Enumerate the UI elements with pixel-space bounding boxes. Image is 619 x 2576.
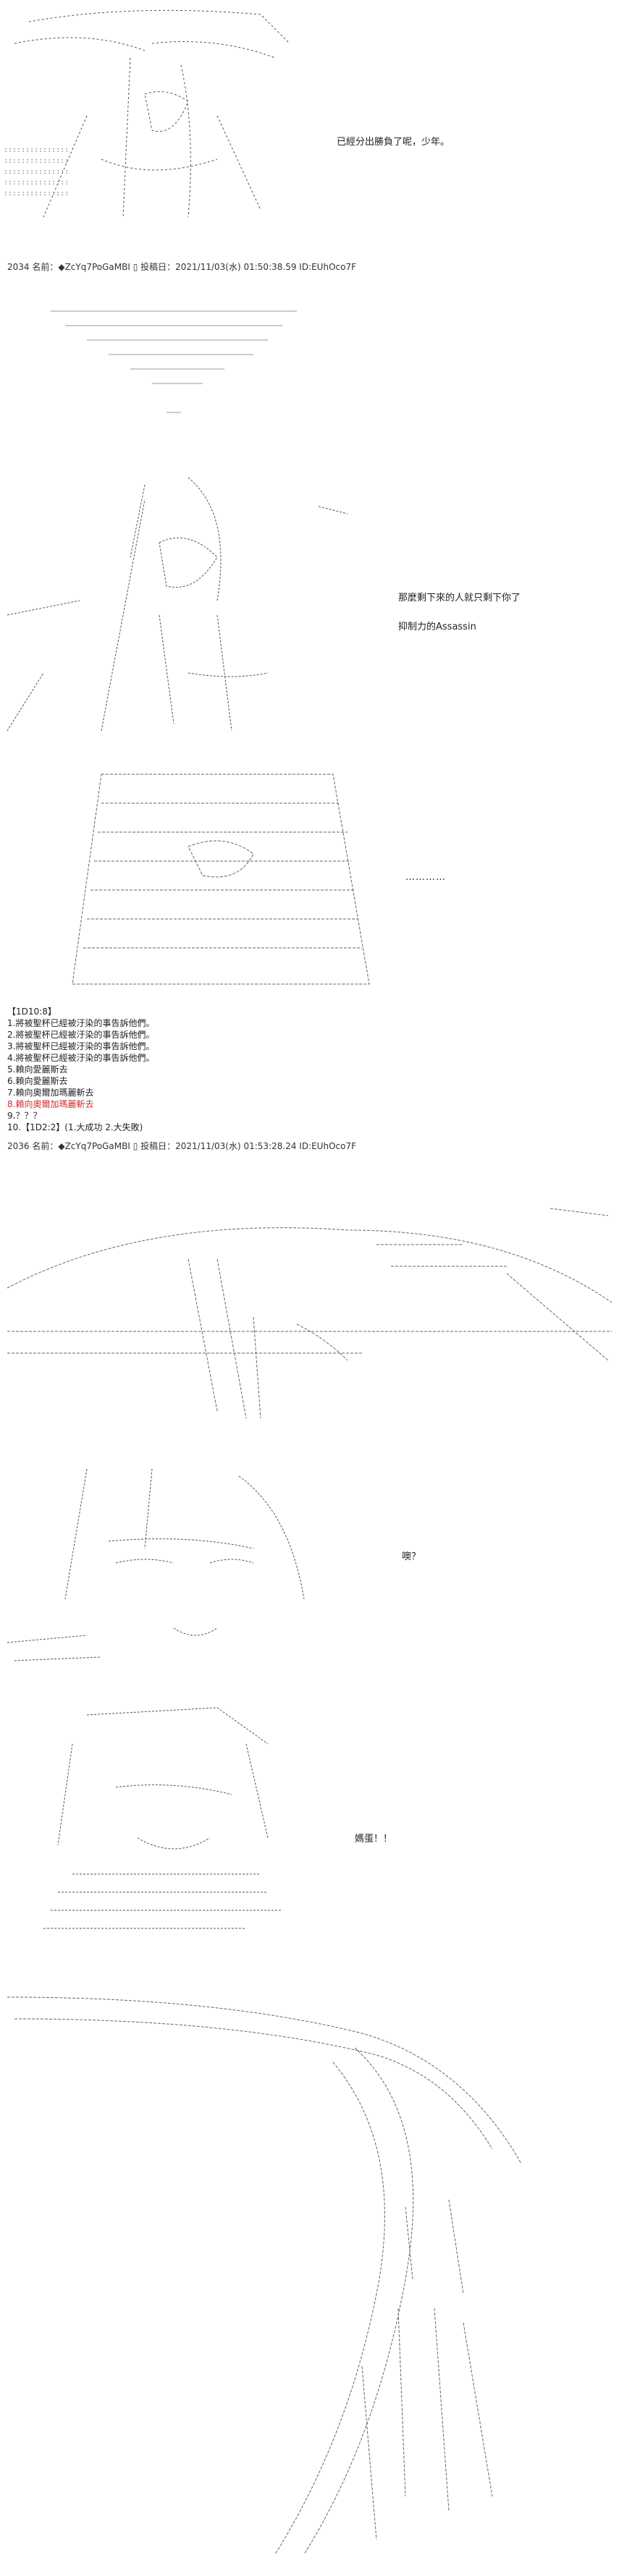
dialog-line-1: 已經分出勝負了呢，少年。 (337, 137, 450, 148)
svg-text::::::::::::::::: ::::::::::::::: (4, 157, 69, 165)
vote-option-4: 4.將被聖杯已經被汙染的事告訴他們。 (7, 1053, 155, 1063)
vote-option-5: 5.賴向愛麗斯去 (7, 1064, 68, 1075)
ascii-art-striped-figure (58, 760, 398, 991)
svg-text::::::::::::::::: ::::::::::::::: (4, 146, 69, 154)
svg-text::::::::::::::::: ::::::::::::::: (4, 179, 69, 187)
ascii-art-shouting-figure (29, 1700, 340, 1939)
svg-text::::::::::::::::: ::::::::::::::: (4, 190, 69, 198)
dialog-line-6: 媽蛋！！ (355, 1834, 393, 1844)
vote-option-9: 9.？？？ (7, 1111, 42, 1121)
vote-option-10: 10.【1D2:2】(1.大成功 2.大失敗) (7, 1122, 143, 1132)
dialog-line-2: 那麼剩下來的人就只剩下你了 (398, 593, 521, 603)
vote-option-8: 8.賴向奧爾加瑪麗斬去 (7, 1099, 94, 1109)
vote-option-3: 3.將被聖杯已經被汙染的事告訴他們。 (7, 1041, 155, 1051)
vote-option-7: 7.賴向奧爾加瑪麗斬去 (7, 1088, 94, 1098)
svg-text::::::::::::::::: ::::::::::::::: (4, 168, 69, 176)
vote-option-1: 1.將被聖杯已經被汙染的事告訴他們。 (7, 1018, 155, 1028)
vote-list: 【1D10:8】 1.將被聖杯已經被汙染的事告訴他們。 2.將被聖杯已經被汙染的… (7, 1006, 154, 1133)
ascii-art-hooded-figure (0, 470, 362, 745)
ascii-art-closeup-face (0, 1454, 362, 1664)
dialog-line-3: 抑制力的Assassin (398, 622, 476, 632)
post-header-2034: 2034 名前：◆ZcYq7PoGaMBI ▯ 投稿日：2021/11/03(水… (7, 262, 356, 272)
post-header-2036: 2036 名前：◆ZcYq7PoGaMBI ▯ 投稿日：2021/11/03(水… (7, 1141, 356, 1151)
vote-option-2: 2.將被聖杯已經被汙染的事告訴他們。 (7, 1030, 155, 1040)
vote-option-6: 6.賴向愛麗斯去 (7, 1076, 68, 1086)
ascii-art-wide-scene (0, 1187, 619, 1425)
ascii-art-running-figure (0, 1990, 619, 2562)
dialog-line-5: 噢？ (402, 1551, 421, 1562)
ascii-art-figure-cloaked: ::::::::::::::: ::::::::::::::: ::::::::… (0, 0, 333, 239)
dialog-line-4: ………… (405, 872, 446, 883)
ascii-art-speed-lines (43, 304, 304, 434)
vote-title: 【1D10:8】 (7, 1007, 56, 1017)
